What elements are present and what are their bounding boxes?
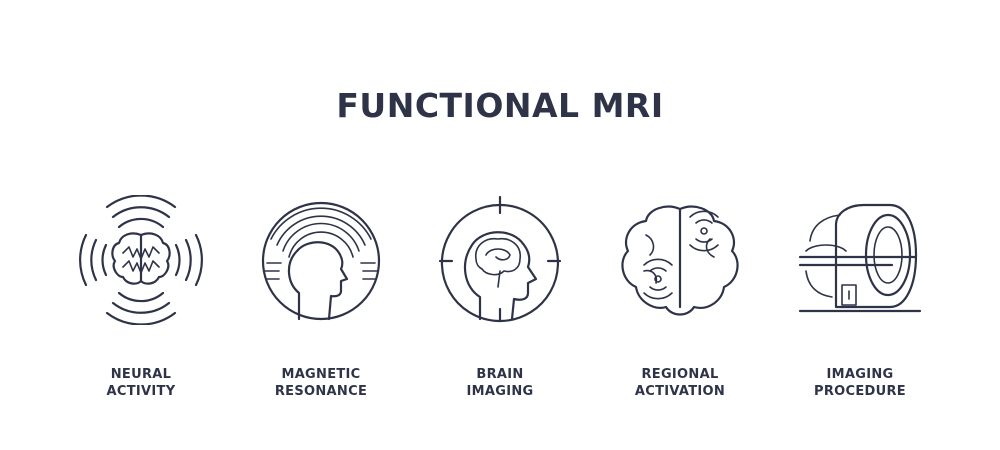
label-brain-imaging: BRAIN IMAGING — [410, 366, 590, 400]
label-imaging-procedure: IMAGING PROCEDURE — [770, 366, 950, 400]
brain-imaging-icon — [438, 195, 562, 323]
label-line: RESONANCE — [274, 384, 368, 399]
label-line: BRAIN — [476, 367, 524, 382]
regional-activation-icon — [621, 205, 739, 316]
label-magnetic-resonance: MAGNETIC RESONANCE — [231, 366, 411, 400]
label-line: REGIONAL — [641, 367, 719, 382]
regional-activation-item — [600, 195, 760, 325]
magnetic-resonance-item — [241, 195, 401, 325]
label-line: NEURAL — [110, 367, 172, 382]
label-line: ACTIVITY — [106, 384, 176, 399]
label-regional-activation: REGIONAL ACTIVATION — [590, 366, 770, 400]
label-line: ACTIVATION — [634, 384, 726, 399]
neural-activity-icon — [79, 195, 203, 325]
neural-activity-item — [61, 195, 221, 325]
label-line: IMAGING — [826, 367, 894, 382]
label-line: MAGNETIC — [281, 367, 361, 382]
page-title: FUNCTIONAL MRI — [336, 86, 664, 125]
magnetic-resonance-icon — [261, 201, 381, 321]
imaging-procedure-icon — [798, 203, 922, 313]
brain-imaging-item — [420, 195, 580, 325]
label-neural-activity: NEURAL ACTIVITY — [51, 366, 231, 400]
label-line: IMAGING — [466, 384, 534, 399]
imaging-procedure-item — [780, 195, 940, 325]
label-line: PROCEDURE — [814, 384, 906, 399]
